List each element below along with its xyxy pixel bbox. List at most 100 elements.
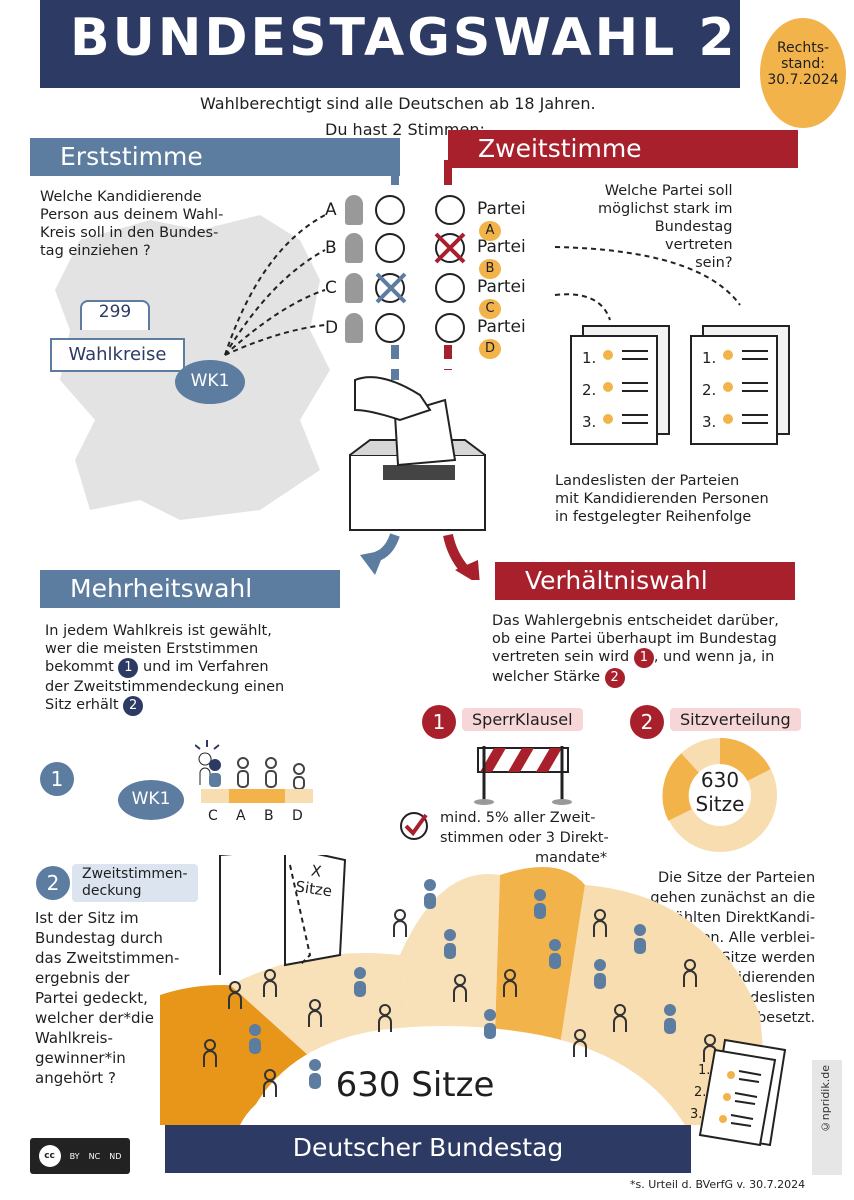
top-diagram (55, 160, 741, 580)
license-term: ND (109, 1151, 122, 1161)
erststimme-header: Erststimme (30, 138, 400, 176)
rank: 1. (702, 349, 717, 367)
text-line: Zweitstimmen- (82, 866, 188, 882)
party-label: ParteiD (477, 317, 526, 359)
donut-label: Sitze (695, 792, 745, 816)
candidate-letter: A (325, 200, 337, 220)
text-line: besetzt. (756, 1010, 816, 1026)
candidate-letter: C (325, 278, 337, 298)
page-title: BUNDESTAGSWAHL 2025 (70, 8, 854, 68)
donut-center: 630 Sitze (660, 768, 780, 816)
text-line: Ist der Sitz im (35, 909, 139, 927)
text-line: sein? (695, 255, 733, 271)
candidate-letter: B (325, 238, 337, 258)
text-line: mandate* (535, 850, 608, 866)
wahlkreise-label: Wahlkreise (50, 338, 185, 372)
landesliste-card: 1. 2. 3. (570, 335, 658, 445)
date-badge-line: Rechts- (776, 40, 830, 56)
license-term: NC (88, 1151, 101, 1161)
rank: 3. (582, 413, 597, 431)
checkmark-icon (400, 812, 428, 840)
rank: 1. (582, 349, 597, 367)
date-badge-line: 30.7.2024 (767, 72, 839, 88)
party-letter: B (479, 259, 501, 279)
text-line: Bundestag durch (35, 929, 163, 947)
erststimme-checkbox[interactable] (375, 195, 405, 225)
text-fragment: und im Verfahren (143, 659, 269, 675)
wk1-blob: WK1 (118, 780, 184, 820)
verhaeltniswahl-text: Das Wahlergebnis entscheidet darüber, ob… (492, 612, 779, 688)
date-badge-line: stand: (781, 56, 825, 72)
arrow-line (224, 289, 326, 356)
bundestag-hemicycle (160, 855, 770, 1125)
wk1-blob: WK1 (175, 360, 245, 404)
step-2-badge: 2 (36, 866, 70, 900)
sitzverteilung-badge: 2 (630, 705, 664, 739)
text-line: In jedem Wahlkreis ist gewählt, (45, 623, 272, 639)
zweitstimme-checkbox[interactable] (435, 195, 465, 225)
step-badge: 2 (123, 696, 144, 716)
person-icon (345, 195, 363, 225)
cc-icon: cc (38, 1145, 61, 1167)
zweitstimme-question: Welche Partei soll möglichst stark im Bu… (598, 182, 733, 272)
party-word: Partei (477, 277, 526, 297)
barrier-icon (474, 746, 572, 805)
cc-license-badge: cc BY NC ND (30, 1138, 130, 1174)
list-lines (603, 350, 768, 424)
party-letter: A (479, 221, 501, 241)
party-letter: D (479, 339, 501, 359)
cross-mark-icon (375, 272, 407, 304)
arrow-line (224, 249, 326, 356)
seats-text: Die Sitze der Parteien gehen zunächst an… (645, 868, 815, 1028)
text-fragment: Sitz erhält (45, 697, 119, 713)
arrow-line (554, 246, 741, 306)
rank-letter: A (236, 808, 246, 824)
rank: 2. (694, 1085, 707, 1100)
seats-total-label: 630 Sitze (335, 1065, 495, 1105)
text-line: Welche Partei soll (604, 183, 733, 199)
rank: 3. (702, 413, 717, 431)
arrow-line (224, 324, 326, 356)
text-line: mind. 5% aller Zweit- (440, 810, 596, 826)
party-label: ParteiC (477, 277, 526, 319)
step-1-badge: 1 (40, 762, 74, 796)
erststimme-checkbox[interactable] (375, 233, 405, 263)
text-line: vertreten sein wird 1, und wenn ja, in (492, 648, 779, 668)
text-fragment: welcher Stärke (492, 669, 600, 685)
rank-letter: D (292, 808, 303, 824)
step-2-text: Ist der Sitz im Bundestag durch das Zwei… (35, 908, 179, 1088)
step-badge: 1 (633, 648, 654, 668)
intro-line-2: Du hast 2 Stimmen: (325, 120, 485, 139)
erststimme-question: Welche Kandidierende Person aus deinem W… (40, 188, 223, 260)
rank: 3. (690, 1107, 703, 1122)
text-line: welcher Stärke 2 (492, 668, 779, 688)
text-line: das Zweitstimmen- (35, 949, 180, 967)
text-line: möglichst stark im (598, 201, 733, 217)
date-badge: Rechts- stand: 30.7.2024 (760, 18, 846, 128)
text-line: Welche Kandidierende (40, 189, 202, 205)
rank: 2. (582, 381, 597, 399)
arrow-line (554, 293, 611, 321)
text-line: ob eine Partei überhaupt im Bundestag (492, 631, 777, 647)
zweitstimme-checkbox[interactable] (435, 313, 465, 343)
text-line: Kreis soll in den Bundes- (40, 225, 219, 241)
footnote: *s. Urteil d. BVerfG v. 30.7.2024 (630, 1178, 806, 1191)
person-icon (345, 233, 363, 263)
text-line: welcher der*die (35, 1009, 154, 1027)
ranking-podium (195, 740, 313, 803)
sperrklausel-badge: 1 (422, 705, 456, 739)
rank-letter: C (208, 808, 218, 824)
title-banner (40, 0, 740, 88)
text-line: Sitz erhält 2 (45, 696, 284, 716)
party-letter: C (479, 299, 501, 319)
person-icon (345, 273, 363, 303)
text-line: mit Kandidierenden Personen (555, 491, 769, 507)
zweitstimme-checkbox[interactable] (435, 273, 465, 303)
donut-value: 630 (700, 768, 740, 792)
rank: 2. (702, 381, 717, 399)
party-word: Partei (477, 199, 526, 219)
text-line: der Zweitstimmendeckung einen (45, 679, 285, 695)
wahlkreise-count: 299 (80, 300, 150, 330)
erststimme-checkbox[interactable] (375, 313, 405, 343)
text-line: gewinner*in (35, 1049, 126, 1067)
